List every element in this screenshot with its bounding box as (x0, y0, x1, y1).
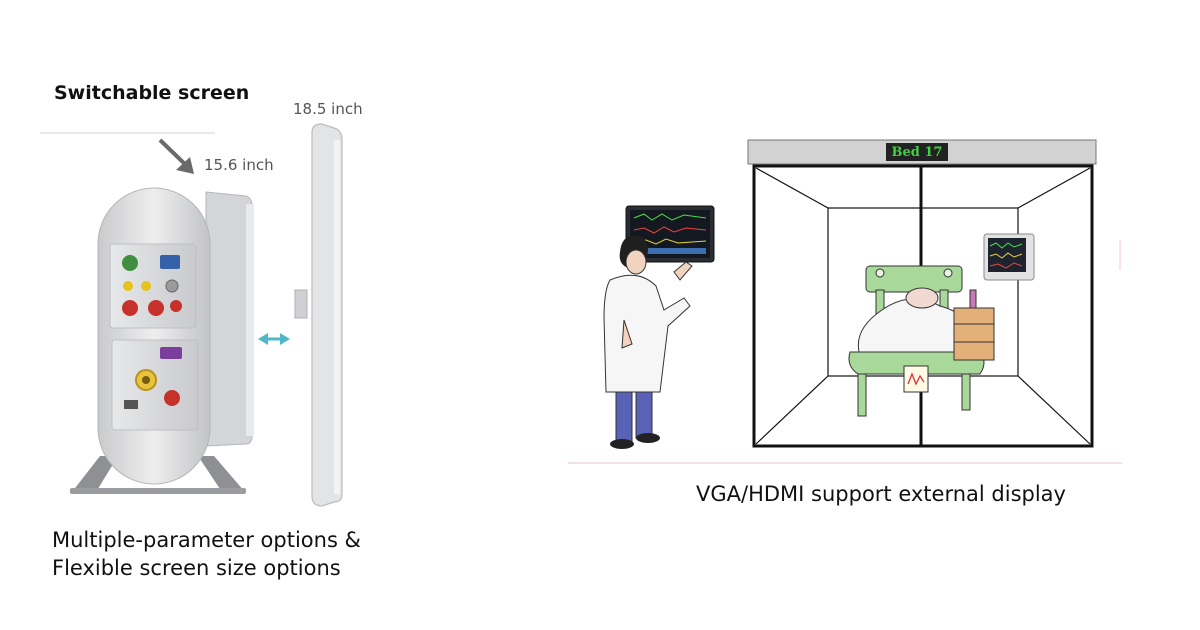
size-label-large: 18.5 inch (293, 100, 363, 118)
connector-green-icon (122, 255, 138, 271)
connector-blue-icon (160, 255, 180, 269)
handheld-monitor-icon (625, 205, 715, 263)
room-sign-label: Bed 17 (891, 145, 943, 160)
hospital-room-illustration (568, 139, 1122, 464)
connector-yellow-icon (123, 281, 133, 291)
feature-title: Switchable screen (54, 82, 250, 104)
doctor-figure (603, 235, 693, 449)
size-label-small: 15.6 inch (204, 156, 274, 174)
pointer-arrow-icon (158, 138, 194, 174)
monitor-device-illustration (40, 123, 343, 507)
swap-arrow-icon (258, 333, 290, 345)
right-caption: VGA/HDMI support external display (696, 482, 1066, 506)
connector-red-icon (122, 300, 138, 316)
caption-line-1: Multiple-parameter options & (52, 528, 361, 552)
large-screen-illustration (294, 123, 343, 507)
connector-purple-icon (160, 347, 182, 359)
caption-line-2: Flexible screen size options (52, 556, 341, 580)
patient-bed-illustration (848, 265, 995, 417)
left-caption: Multiple-parameter options & Flexible sc… (52, 526, 361, 582)
wall-monitor-icon (983, 233, 1035, 281)
